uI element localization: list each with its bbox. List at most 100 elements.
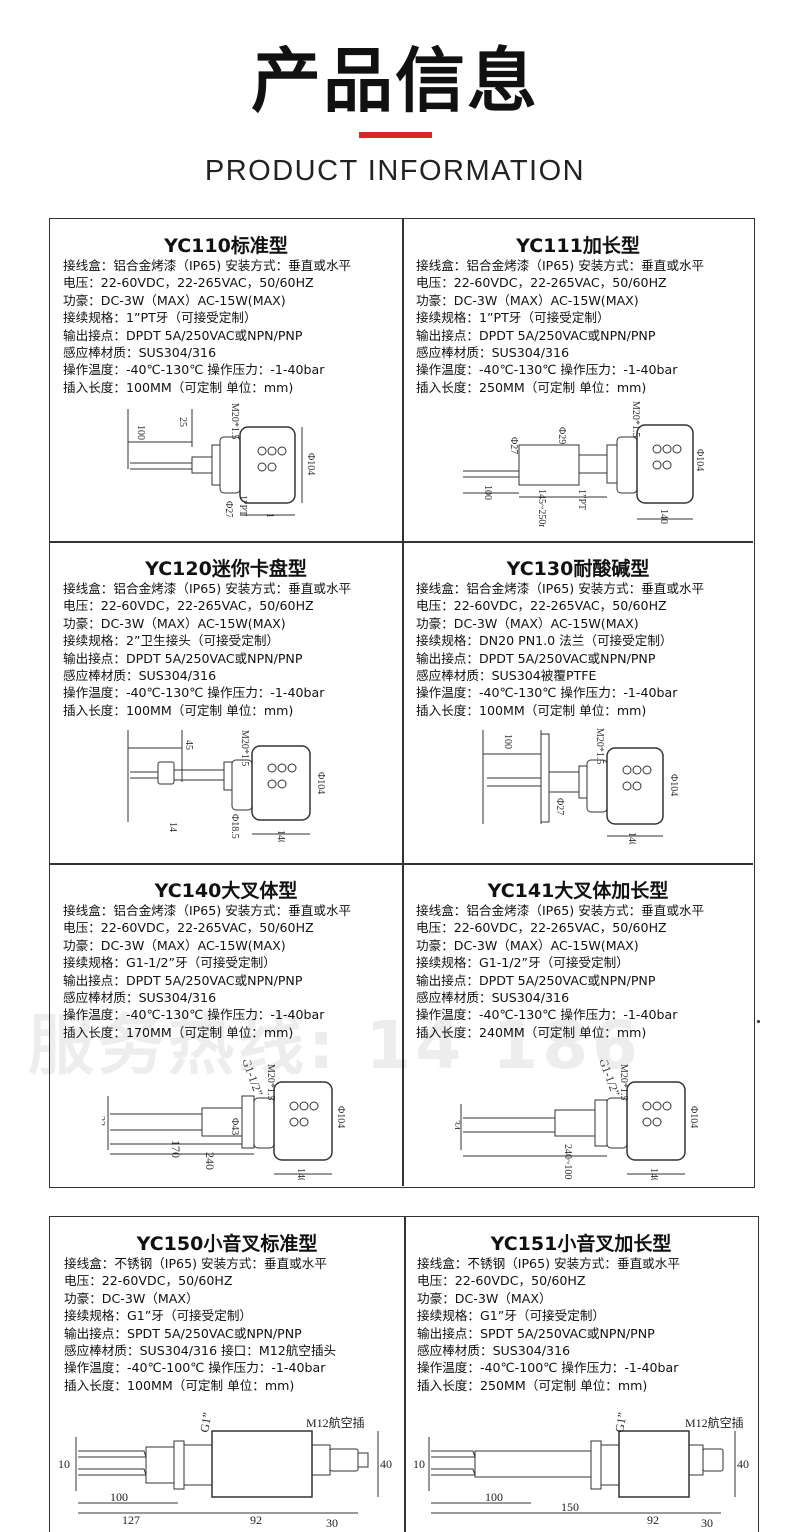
dim-label: 240~1000	[562, 1144, 573, 1180]
spec-line: 感应棒材质：SUS304/316	[417, 1342, 571, 1358]
spec-line: 感应棒材质：SUS304被覆PTFE	[416, 667, 597, 683]
grid-divider	[404, 1217, 406, 1532]
dim-label: M20*1.5	[229, 403, 240, 439]
spec-line: 插入长度：100MM（可定制 单位：mm)	[63, 379, 294, 395]
dim-label: 92	[647, 1513, 659, 1527]
spec-line: 操作温度：-40℃-100℃ 操作压力：-1-40bar	[417, 1360, 679, 1376]
dim-label: Φ104	[688, 1106, 699, 1128]
spec-line: 接线盒：铝合金烤漆（IP65) 安装方式：垂直或水平	[416, 581, 705, 596]
spec-line: 接线盒：铝合金烤漆（IP65) 安装方式：垂直或水平	[63, 258, 352, 273]
spec-line: 输出接点：DPDT 5A/250VAC或NPN/PNP	[416, 650, 656, 666]
dim-label: M12航空插	[685, 1415, 744, 1430]
dim-label: M20*1.5	[630, 401, 641, 437]
product-title: YC140大叉体型	[154, 880, 298, 902]
dimension-drawing: 100 25 M20*1.5 Φ104 1”PT Φ27 140	[122, 397, 322, 517]
dim-label: 14	[167, 822, 178, 832]
dim-label: 140	[626, 832, 637, 844]
product-card-yc110: YC110标准型 接线盒：铝合金烤漆（IP65) 安装方式：垂直或水平电压：22…	[50, 219, 402, 541]
dim-label: 30	[326, 1516, 338, 1530]
product-title: YC130耐酸碱型	[506, 558, 650, 580]
dim-label: Φ27	[554, 798, 565, 815]
spec-line: 操作温度：-40℃-130℃ 操作压力：-1-40bar	[63, 1007, 325, 1023]
dimension-drawing: G1” M12航空插 10 40 100 127 92 30	[58, 1407, 398, 1532]
dim-label: 10	[413, 1457, 425, 1471]
dim-label: Φ104	[335, 1106, 346, 1128]
spec-line: 接线盒：铝合金烤漆（IP65) 安装方式：垂直或水平	[416, 903, 705, 918]
spec-line: 插入长度：250MM（可定制 单位：mm)	[416, 379, 647, 395]
dimension-drawing: G1” M12航空插 10 40 100 150 92 30	[411, 1407, 751, 1532]
dim-label: 140	[264, 513, 275, 517]
product-card-yc141: YC141大叉体加长型 接线盒：铝合金烤漆（IP65) 安装方式：垂直或水平电压…	[403, 864, 753, 1186]
spec-line: 插入长度：100MM（可定制 单位：mm)	[64, 1377, 295, 1393]
spec-line: 功豪：DC-3W（MAX）AC-15W(MAX)	[416, 292, 639, 308]
dim-label: 140	[648, 1168, 659, 1180]
dim-label: 92	[250, 1513, 262, 1527]
spec-line: 电压：22-60VDC，50/60HZ	[417, 1273, 586, 1289]
spec-list: 接线盒：铝合金烤漆（IP65) 安装方式：垂直或水平电压：22-60VDC，22…	[63, 580, 351, 719]
dim-label: Φ104	[694, 449, 705, 471]
dim-label: 100	[502, 734, 513, 749]
dim-label: 1”PT	[576, 489, 587, 510]
product-title: YC110标准型	[164, 235, 288, 257]
dim-label: Φ18.5	[229, 814, 240, 839]
grid-divider	[402, 219, 404, 1186]
spec-line: 插入长度：250MM（可定制 单位：mm)	[417, 1377, 648, 1393]
spec-line: 感应棒材质：SUS304/316	[416, 344, 570, 360]
spec-list: 接线盒：不锈钢（IP65) 安装方式：垂直或水平电压：22-60VDC，50/6…	[417, 1255, 680, 1394]
dim-label: 1”PT	[237, 495, 248, 516]
grid-divider	[50, 863, 753, 865]
spec-line: 接续规格：G1-1/2”牙（可接受定制）	[63, 955, 276, 971]
dimension-drawing: 34 G1-1/2” M20*1.5 Φ104 240~1000 140	[455, 1060, 705, 1180]
spec-line: 接续规格：DN20 PN1.0 法兰（可接受定制）	[416, 633, 673, 649]
spec-line: 电压：22-60VDC，22-265VAC，50/60HZ	[416, 275, 667, 291]
spec-line: 操作温度：-40℃-130℃ 操作压力：-1-40bar	[63, 685, 325, 701]
dim-label: Φ104	[668, 774, 679, 796]
product-card-yc130: YC130耐酸碱型 接线盒：铝合金烤漆（IP65) 安装方式：垂直或水平电压：2…	[403, 542, 753, 863]
dimension-drawing: 100 M20*1.5 Φ104 Φ27 140	[479, 724, 699, 844]
dim-label: M20*1.5	[265, 1064, 276, 1100]
spec-line: 插入长度：100MM（可定制 单位：mm)	[416, 702, 647, 718]
spec-line: 功豪：DC-3W（MAX）AC-15W(MAX)	[63, 292, 286, 308]
spec-line: 操作温度：-40℃-100℃ 操作压力：-1-40bar	[64, 1360, 326, 1376]
dim-label: M20*1.5	[618, 1064, 629, 1100]
watermark: 服务热线: 14 186	[28, 1007, 642, 1084]
spec-line: 电压：22-60VDC，22-265VAC，50/60HZ	[63, 275, 314, 291]
dim-label: 25	[177, 417, 188, 427]
dim-label: 100	[482, 485, 493, 500]
spec-line: 插入长度：170MM（可定制 单位：mm)	[63, 1024, 294, 1040]
spec-line: 功豪：DC-3W（MAX）AC-15W(MAX)	[63, 615, 286, 631]
spec-line: 插入长度：240MM（可定制 单位：mm)	[416, 1024, 647, 1040]
dim-label: 170	[169, 1140, 183, 1158]
spec-line: 功豪：DC-3W（MAX）AC-15W(MAX)	[416, 615, 639, 631]
spec-line: 插入长度：100MM（可定制 单位：mm)	[63, 702, 294, 718]
spec-line: 接线盒：不锈钢（IP65) 安装方式：垂直或水平	[417, 1256, 680, 1271]
spec-line: 接续规格：2”卫生接头（可接受定制）	[63, 633, 280, 649]
product-card-yc151: YC151小音叉加长型 接线盒：不锈钢（IP65) 安装方式：垂直或水平电压：2…	[405, 1217, 757, 1532]
dim-label: Φ104	[315, 772, 326, 794]
dim-label: Φ43	[229, 1118, 240, 1135]
spec-list: 接线盒：铝合金烤漆（IP65) 安装方式：垂直或水平电压：22-60VDC，22…	[416, 257, 704, 396]
dim-label: Φ104	[305, 453, 316, 475]
page-title: 产品信息	[251, 40, 539, 122]
spec-line: 输出接点：SPDT 5A/250VAC或NPN/PNP	[417, 1325, 655, 1341]
spec-line: 功豪：DC-3W（MAX）AC-15W(MAX)	[63, 937, 286, 953]
spec-line: 感应棒材质：SUS304/316	[63, 667, 217, 683]
dim-label: 127	[122, 1513, 140, 1527]
dimension-drawing: Φ27 Φ29 M20*1.5 Φ104 100 145~250mm 1”PT …	[461, 397, 711, 527]
product-title: YC151小音叉加长型	[490, 1233, 672, 1255]
spec-line: 操作温度：-40℃-130℃ 操作压力：-1-40bar	[63, 362, 325, 378]
spec-line: 感应棒材质：SUS304/316	[63, 989, 217, 1005]
spec-line: 操作温度：-40℃-130℃ 操作压力：-1-40bar	[416, 362, 678, 378]
dim-label: 30	[701, 1516, 713, 1530]
dim-label: 140	[658, 509, 669, 524]
dim-label: 100	[485, 1490, 503, 1504]
spec-line: 电压：22-60VDC，22-265VAC，50/60HZ	[416, 598, 667, 614]
spec-line: 输出接点：SPDT 5A/250VAC或NPN/PNP	[64, 1325, 302, 1341]
spec-list: 接线盒：铝合金烤漆（IP65) 安装方式：垂直或水平电压：22-60VDC，22…	[63, 902, 351, 1041]
decorative-dot	[757, 1020, 760, 1023]
product-card-yc140: YC140大叉体型 接线盒：铝合金烤漆（IP65) 安装方式：垂直或水平电压：2…	[50, 864, 402, 1186]
spec-line: 功豪：DC-3W（MAX）AC-15W(MAX)	[416, 937, 639, 953]
dim-label: M20*1.5	[594, 728, 605, 764]
spec-line: 输出接点：DPDT 5A/250VAC或NPN/PNP	[63, 327, 303, 343]
dim-label: 10	[58, 1457, 70, 1471]
